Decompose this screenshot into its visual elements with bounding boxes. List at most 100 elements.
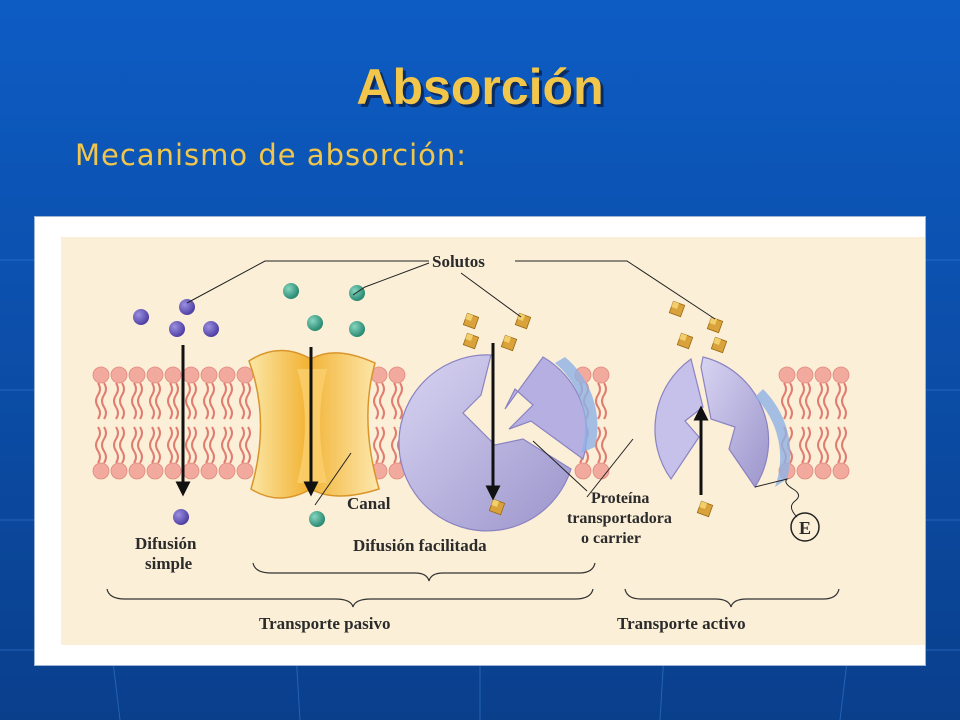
phospholipid-head bbox=[778, 366, 796, 384]
phospholipid-tail bbox=[209, 382, 215, 420]
solute-carrier-cube bbox=[488, 498, 506, 516]
phospholipid-tail bbox=[149, 382, 155, 420]
solute-carrier-cube bbox=[462, 312, 480, 330]
phospholipid-tail bbox=[391, 382, 397, 420]
phospholipid-tail bbox=[203, 426, 209, 464]
phospholipid-head bbox=[592, 462, 610, 480]
phospholipid-tail bbox=[185, 426, 191, 464]
diagram-panel: E Solutos Canal Proteína transportadora … bbox=[34, 216, 926, 666]
solutos-leader-lines bbox=[186, 260, 799, 518]
phospholipid-tail bbox=[173, 426, 179, 464]
phospholipid-tail bbox=[173, 382, 179, 420]
phospholipid-tail bbox=[95, 426, 101, 464]
phospholipid-tail bbox=[805, 382, 811, 420]
transport-arrows bbox=[175, 343, 709, 501]
brace-transporte-pasivo bbox=[106, 588, 594, 608]
phospholipid-tail bbox=[379, 426, 385, 464]
solute-carrier-cube bbox=[514, 312, 532, 330]
solute-carrier-cube bbox=[710, 336, 728, 354]
phospholipid-tail bbox=[191, 426, 197, 464]
label-transporte-activo: Transporte activo bbox=[617, 614, 746, 633]
phospholipid-tail bbox=[113, 426, 119, 464]
solute-channel bbox=[349, 285, 365, 301]
solute-carrier-cube bbox=[500, 334, 518, 352]
phospholipid-head bbox=[200, 366, 218, 384]
phospholipid-tail bbox=[823, 426, 829, 464]
phospholipid-tail bbox=[781, 382, 787, 420]
solute-channel bbox=[307, 315, 323, 331]
phospholipid-tail bbox=[149, 426, 155, 464]
phospholipid-head bbox=[110, 462, 128, 480]
slide-title: Absorción bbox=[356, 59, 604, 115]
phospholipid-tail bbox=[113, 382, 119, 420]
phospholipid-tail bbox=[601, 382, 607, 420]
phospholipid-head bbox=[218, 462, 236, 480]
phospholipid-tail bbox=[823, 382, 829, 420]
phospholipid-tail bbox=[185, 382, 191, 420]
solute-carrier-cube bbox=[676, 332, 694, 350]
solute-simple-diffusion bbox=[133, 309, 149, 325]
phospholipid-head bbox=[146, 462, 164, 480]
solutes-group bbox=[133, 283, 728, 527]
label-proteina-1: Proteína bbox=[591, 490, 649, 507]
phospholipid-head bbox=[146, 366, 164, 384]
phospholipid-tail bbox=[131, 382, 137, 420]
phospholipid-head bbox=[832, 462, 850, 480]
phospholipid-tail bbox=[239, 382, 245, 420]
phospholipid-head bbox=[92, 366, 110, 384]
membrane-transport-diagram: E Solutos Canal Proteína transportadora … bbox=[61, 237, 925, 645]
phospholipid-tail bbox=[101, 426, 107, 464]
phospholipid-head bbox=[92, 462, 110, 480]
label-proteina-2: transportadora bbox=[567, 510, 672, 527]
phospholipid-head bbox=[182, 462, 200, 480]
phospholipid-head bbox=[574, 462, 592, 480]
phospholipid-head bbox=[236, 366, 254, 384]
phospholipid-tail bbox=[391, 426, 397, 464]
phospholipid-head bbox=[182, 366, 200, 384]
solute-carrier-cube bbox=[462, 332, 480, 350]
brace-transporte-activo bbox=[624, 588, 840, 608]
phospholipid-tail bbox=[397, 382, 403, 420]
brace-difusion-facilitada bbox=[252, 562, 596, 582]
label-difusion-simple-1: Difusión bbox=[135, 534, 197, 553]
phospholipid-tail bbox=[835, 382, 841, 420]
phospholipid-tail bbox=[595, 426, 601, 464]
phospholipid-tail bbox=[245, 382, 251, 420]
phospholipid-head bbox=[128, 366, 146, 384]
phospholipid-tail bbox=[137, 426, 143, 464]
carrier-protein-passive bbox=[398, 354, 598, 532]
phospholipid-head bbox=[388, 366, 406, 384]
phospholipid-tail bbox=[601, 426, 607, 464]
phospholipid-tail bbox=[841, 426, 847, 464]
phospholipid-head bbox=[200, 462, 218, 480]
phospholipid-tail bbox=[841, 382, 847, 420]
phospholipid-head bbox=[592, 366, 610, 384]
phospholipid-tail bbox=[119, 382, 125, 420]
phospholipid-tail bbox=[167, 426, 173, 464]
phospholipid-tail bbox=[787, 382, 793, 420]
phospholipid-tail bbox=[221, 382, 227, 420]
phospholipid-tail bbox=[131, 426, 137, 464]
energy-label: E bbox=[799, 518, 811, 538]
solute-simple-diffusion bbox=[203, 321, 219, 337]
phospholipid-tail bbox=[155, 426, 161, 464]
phospholipid-head bbox=[218, 366, 236, 384]
solute-simple-diffusion bbox=[173, 509, 189, 525]
phospholipid-head bbox=[110, 366, 128, 384]
slide-subtitle: Mecanismo de absorción: bbox=[75, 138, 468, 172]
phospholipid-tail bbox=[221, 426, 227, 464]
phospholipid-head bbox=[128, 462, 146, 480]
phospholipid-head bbox=[814, 366, 832, 384]
phospholipid-tail bbox=[373, 426, 379, 464]
phospholipid-tail bbox=[245, 426, 251, 464]
phospholipid-tail bbox=[203, 382, 209, 420]
phospholipid-head bbox=[796, 366, 814, 384]
phospholipid-tail bbox=[817, 426, 823, 464]
phospholipid-tail bbox=[817, 382, 823, 420]
phospholipid-tail bbox=[799, 426, 805, 464]
phospholipid-head bbox=[796, 462, 814, 480]
phospholipid-head bbox=[236, 462, 254, 480]
solute-channel bbox=[309, 511, 325, 527]
phospholipid-tail bbox=[835, 426, 841, 464]
phospholipid-tail bbox=[227, 382, 233, 420]
